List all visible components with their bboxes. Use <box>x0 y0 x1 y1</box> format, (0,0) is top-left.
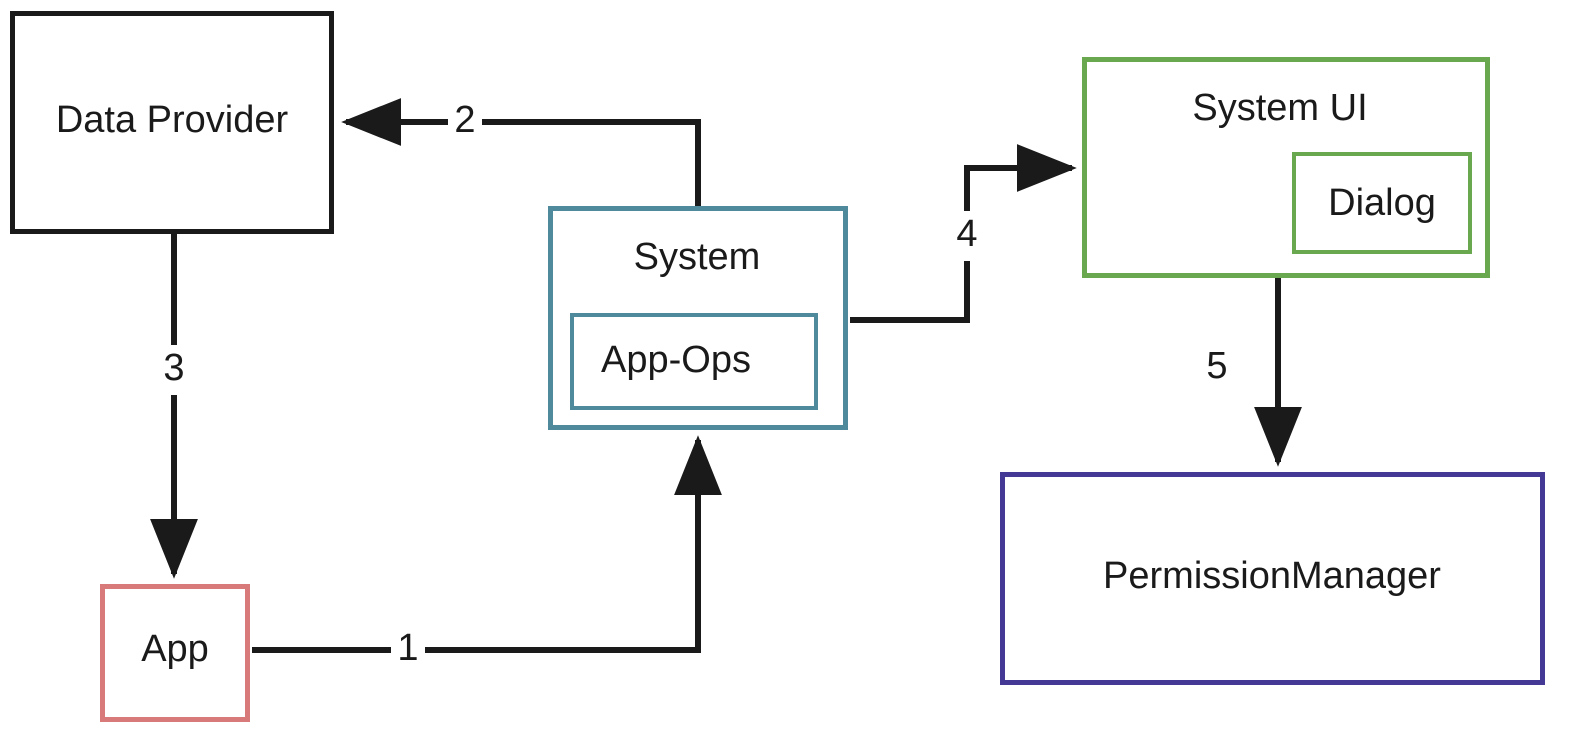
edge-label-backdrop-4 <box>950 211 984 261</box>
edge-label-2: 2 <box>454 99 475 141</box>
edge-label-1: 1 <box>397 627 418 669</box>
node-box-data-provider <box>10 11 334 234</box>
node-data-provider[interactable]: Data Provider <box>10 11 334 234</box>
node-label-system: System <box>634 236 761 278</box>
edge-label-3: 3 <box>163 347 184 389</box>
edge-label-group-3: 3 <box>157 345 191 395</box>
node-label-permission-manager: PermissionManager <box>1103 555 1441 597</box>
edge-1 <box>252 435 722 653</box>
edge-label-backdrop-3 <box>157 345 191 395</box>
node-label-dialog: Dialog <box>1328 182 1436 224</box>
edge-labels-layer: 1 2 3 4 5 <box>157 99 1228 672</box>
node-label-system-ui: System UI <box>1192 87 1367 129</box>
edge-label-group-1: 1 <box>391 627 425 672</box>
edge-label-backdrop-2 <box>448 100 482 144</box>
node-box-app-ops <box>570 313 818 410</box>
node-box-dialog <box>1292 152 1472 254</box>
edge-label-backdrop-1 <box>391 628 425 672</box>
edge-label-group-5: 5 <box>1206 345 1227 387</box>
node-box-app <box>100 584 250 722</box>
edge-label-5: 5 <box>1206 345 1227 387</box>
node-label-app: App <box>141 628 209 670</box>
node-dialog[interactable]: Dialog <box>1292 152 1472 254</box>
node-label-data-provider: Data Provider <box>56 99 289 141</box>
node-app-ops[interactable]: App-Ops <box>570 313 818 410</box>
node-box-permission-manager <box>1000 472 1545 685</box>
edge-2 <box>341 98 701 206</box>
node-label-app-ops: App-Ops <box>601 339 751 381</box>
edge-label-4: 4 <box>956 213 977 255</box>
node-app[interactable]: App <box>100 584 250 722</box>
edge-label-group-4: 4 <box>950 211 984 261</box>
node-permission-manager[interactable]: PermissionManager <box>1000 472 1545 685</box>
edge-label-group-2: 2 <box>448 99 482 144</box>
